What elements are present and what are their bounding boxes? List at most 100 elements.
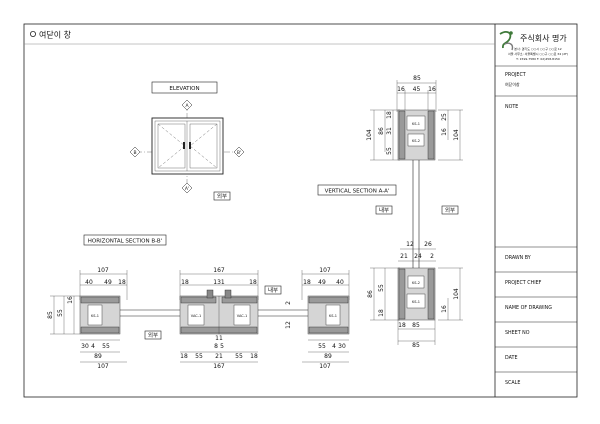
- elevation-view: ELEVATION A A' B B': [129, 81, 245, 201]
- horizontal-section-view: HORIZONTAL SECTION B-B' 107 40 49 18 KS-…: [47, 234, 350, 370]
- vertical-section-view: 85 16 45 16 104 86 18 31 55 25 16 104 K: [317, 75, 463, 349]
- svg-text:30: 30: [81, 343, 89, 350]
- svg-text:KS-1: KS-1: [412, 122, 420, 126]
- svg-text:16: 16: [441, 128, 448, 136]
- svg-text:18: 18: [249, 279, 257, 286]
- svg-text:외부: 외부: [445, 207, 455, 214]
- svg-text:107: 107: [319, 267, 331, 274]
- svg-text:49: 49: [104, 279, 112, 286]
- svg-text:8: 8: [214, 343, 218, 350]
- svg-text:25: 25: [441, 113, 448, 121]
- svg-text:55: 55: [195, 353, 203, 360]
- svg-text:31: 31: [386, 127, 393, 135]
- svg-text:KS-1: KS-1: [412, 300, 420, 304]
- svg-text:서울 사무소: 서울특별시 ○○구 ○○로 34 (2F): 서울 사무소: 서울특별시 ○○구 ○○로 34 (2F): [508, 51, 568, 56]
- svg-text:NOTE: NOTE: [505, 104, 518, 110]
- svg-text:2: 2: [430, 253, 434, 260]
- marker-a-bottom: A': [181, 182, 193, 194]
- svg-text:11: 11: [215, 335, 223, 342]
- svg-text:B': B': [237, 150, 241, 156]
- svg-text:86: 86: [367, 290, 374, 298]
- svg-text:40: 40: [336, 279, 344, 286]
- marker-a-top: A: [181, 99, 193, 111]
- svg-text:18: 18: [250, 353, 258, 360]
- svg-text:40: 40: [85, 279, 93, 286]
- svg-text:55: 55: [235, 353, 243, 360]
- svg-text:30: 30: [338, 343, 346, 350]
- svg-text:16: 16: [397, 86, 405, 93]
- company-name: 주식회사 명가: [520, 33, 567, 43]
- svg-text:89: 89: [94, 353, 102, 360]
- svg-text:167: 167: [213, 363, 225, 370]
- svg-text:A': A': [185, 186, 189, 192]
- svg-text:16: 16: [428, 86, 436, 93]
- svg-text:DRAWN BY: DRAWN BY: [505, 255, 531, 261]
- svg-text:107: 107: [97, 363, 109, 370]
- svg-text:내부: 내부: [268, 286, 278, 294]
- svg-text:107: 107: [97, 267, 109, 274]
- svg-text:KS-1: KS-1: [91, 314, 99, 318]
- svg-text:본사: 경기도 ○○시 ○○구 ○○로 12: 본사: 경기도 ○○시 ○○구 ○○로 12: [514, 46, 561, 51]
- svg-text:104: 104: [453, 288, 460, 300]
- svg-text:16: 16: [441, 305, 448, 313]
- svg-text:21: 21: [215, 353, 223, 360]
- svg-text:18: 18: [378, 309, 385, 317]
- svg-text:KS-1: KS-1: [329, 314, 337, 318]
- svg-text:131: 131: [213, 279, 225, 286]
- svg-text:4: 4: [332, 343, 336, 350]
- svg-text:B: B: [133, 150, 136, 156]
- svg-text:86: 86: [378, 127, 385, 135]
- svg-text:4: 4: [91, 343, 95, 350]
- sheet-border: [23, 23, 578, 398]
- svg-text:12: 12: [406, 241, 414, 248]
- svg-text:55: 55: [318, 343, 326, 350]
- svg-text:24: 24: [414, 253, 422, 260]
- svg-text:18: 18: [118, 279, 126, 286]
- svg-text:HORIZONTAL SECTION B-B': HORIZONTAL SECTION B-B': [88, 238, 162, 244]
- svg-text:NAME OF DRAWING: NAME OF DRAWING: [505, 305, 552, 311]
- svg-text:PROJECT: PROJECT: [505, 72, 526, 78]
- svg-text:VERTICAL SECTION A-A': VERTICAL SECTION A-A': [325, 188, 390, 194]
- sheet-title: 여닫이 창: [39, 30, 72, 40]
- svg-text:SCALE: SCALE: [505, 380, 520, 386]
- svg-text:85: 85: [412, 342, 420, 349]
- svg-text:26: 26: [424, 241, 432, 248]
- svg-text:내부: 내부: [379, 206, 389, 214]
- svg-text:18: 18: [303, 279, 311, 286]
- svg-text:21: 21: [400, 253, 408, 260]
- svg-text:ELEVATION: ELEVATION: [169, 86, 199, 92]
- svg-text:여닫이창: 여닫이창: [505, 81, 520, 87]
- svg-text:12: 12: [285, 321, 292, 329]
- svg-text:167: 167: [213, 267, 225, 274]
- svg-text:49: 49: [318, 279, 326, 286]
- title-bullet-icon: [29, 30, 36, 37]
- svg-text:89: 89: [324, 353, 332, 360]
- svg-text:85: 85: [413, 75, 421, 82]
- svg-text:2: 2: [285, 301, 292, 305]
- svg-text:107: 107: [319, 363, 331, 370]
- svg-text:104: 104: [366, 129, 373, 141]
- svg-text:SHEET NO: SHEET NO: [505, 330, 530, 336]
- marker-b-right: B': [233, 146, 245, 158]
- svg-text:55: 55: [57, 309, 64, 317]
- svg-text:KS-2: KS-2: [412, 139, 420, 143]
- svg-text:KS-2: KS-2: [412, 281, 420, 285]
- svg-text:VAC-1: VAC-1: [237, 314, 247, 318]
- svg-text:55: 55: [102, 343, 110, 350]
- svg-text:A: A: [185, 103, 189, 109]
- title-block: 주식회사 명가 본사: 경기도 ○○시 ○○구 ○○로 12 서울 사무소: 서…: [495, 31, 577, 386]
- svg-text:18: 18: [386, 111, 393, 119]
- marker-b-left: B: [129, 146, 141, 158]
- svg-text:PROJECT CHIEF: PROJECT CHIEF: [505, 280, 542, 286]
- svg-text:외부: 외부: [217, 193, 227, 200]
- svg-text:18: 18: [180, 353, 188, 360]
- svg-text:85: 85: [47, 311, 54, 319]
- svg-text:18: 18: [181, 279, 189, 286]
- svg-text:104: 104: [453, 129, 460, 141]
- svg-text:외부: 외부: [148, 332, 158, 339]
- svg-text:85: 85: [412, 322, 420, 329]
- svg-text:18: 18: [398, 322, 406, 329]
- svg-text:5: 5: [220, 343, 224, 350]
- svg-text:VAC-1: VAC-1: [191, 314, 201, 318]
